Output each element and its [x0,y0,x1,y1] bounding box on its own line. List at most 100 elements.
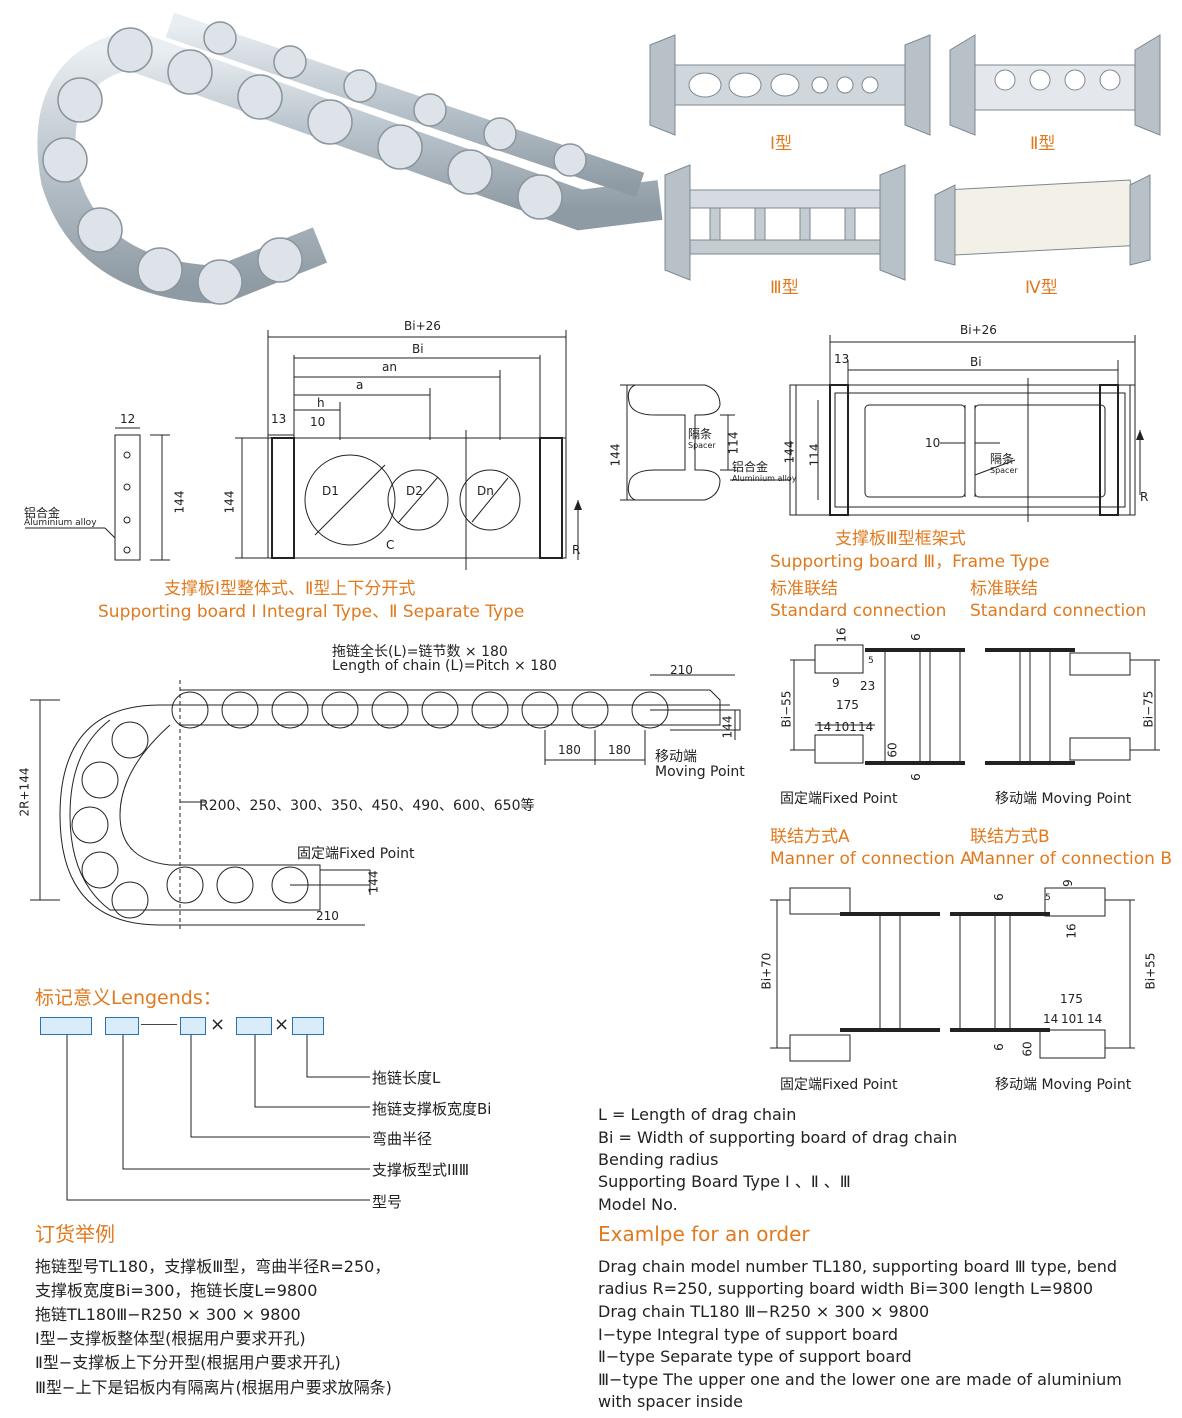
chain-180b: 180 [608,743,631,757]
order-en-line-4: Ⅱ−type Separate type of support board [598,1347,912,1366]
d2-alloy-cn: 铝合金 [732,460,769,474]
std-left-en: Standard connection [770,601,947,621]
std-60: 60 [885,742,900,758]
d2-alloy-en: Aluminium alloy [732,474,797,483]
board-type3-diagram [620,335,1144,522]
legend-box-type [105,1017,139,1035]
chain-layout-diagram [30,674,741,930]
d2-caption-en: Supporting board Ⅲ，Frame Type [770,552,1050,572]
conn-175: 175 [1060,992,1083,1006]
legend-item-type: 支撑板型式ⅠⅡⅢ [372,1161,470,1179]
conn-moving: 移动端 Moving Point [995,1077,1132,1093]
d2-spacer-en-b: Spacer [990,466,1018,475]
connection-ab-diagram [770,887,1135,1062]
order-cn-title: 订货举例 [35,1222,115,1246]
legend-box-width [236,1017,272,1035]
conn-14b: 14 [1087,1012,1103,1026]
legend-item-width: 拖链支撑板宽度Bi [372,1100,492,1118]
std-9: 9 [832,676,840,690]
conn-9: 9 [1060,879,1075,887]
order-cn-line-1: 支撑板宽度Bi=300，拖链长度L=9800 [35,1281,318,1300]
d2-144b: 144 [782,440,797,464]
d1-a: a [356,378,364,392]
d1-144b: 144 [222,490,237,514]
order-en-title: Examlpe for an order [598,1222,810,1246]
conn-b-en: Manner of connection B [970,849,1173,869]
legend-en-3: Supporting Board Type Ⅰ 、Ⅱ 、Ⅲ [598,1172,851,1191]
conn-101: 101 [1061,1012,1084,1026]
chain-radius: R200、250、300、350、450、490、600、650等 [199,798,535,814]
legend-en-2: Bending radius [598,1150,719,1169]
d2-bi: Bi [970,355,982,369]
order-cn-line-2: 拖链TL180Ⅲ−R250 × 300 × 9800 [35,1305,301,1324]
type4-photo [934,174,1151,266]
legend-box-length [292,1017,324,1035]
d1-bi26: Bi+26 [404,319,441,333]
conn-bi70: Bi+70 [759,952,774,990]
order-en-line-3: Ⅰ−type Integral type of support board [598,1325,899,1344]
conn-16: 16 [1064,923,1079,939]
legend-box-model [40,1017,92,1035]
legend-item-radius: 弯曲半径 [372,1130,433,1148]
legend-item-model: 型号 [372,1193,403,1211]
board-type1-diagram [25,330,582,570]
d2-10: 10 [925,436,941,450]
conn-bi55: Bi+55 [1143,952,1158,990]
type4-label: Ⅳ型 [1025,278,1058,298]
std-6b: 6 [908,773,923,781]
std-6a: 6 [908,633,923,641]
std-14b: 14 [858,720,874,734]
std-right-en: Standard connection [970,601,1147,621]
d1-13: 13 [271,412,287,426]
std-connection-diagram [790,644,1160,765]
d1-10: 10 [310,415,326,429]
std-bi55: Bi−55 [779,690,794,728]
chain-length-cn: 拖链全长(L)=链节数 × 180 [332,644,508,660]
std-14a: 14 [816,720,832,734]
legend-dash [141,1024,177,1025]
order-en-line-6: with spacer inside [598,1392,743,1411]
d2-spacer-en-a: Spacer [688,441,716,450]
order-cn-line-4: Ⅱ型−支撑板上下分开型(根据用户要求开孔) [35,1353,341,1372]
std-bi75: Bi−75 [1141,690,1156,728]
order-en-line-0: Drag chain model number TL180, supportin… [598,1257,1118,1276]
chain-fixed: 固定端Fixed Point [297,846,415,862]
legend-en-0: L = Length of drag chain [598,1105,797,1124]
chain-photo [37,12,663,305]
std-left-cn: 标准联结 [770,579,838,599]
d2-spacer-cn-a: 隔条 [688,427,713,441]
d1-caption-cn: 支撑板Ⅰ型整体式、Ⅱ型上下分开式 [164,579,416,599]
d2-bi26: Bi+26 [960,323,997,337]
conn-6b: 6 [991,1043,1006,1051]
chain-2r144: 2R+144 [17,767,32,817]
type2-label: Ⅱ型 [1030,134,1056,154]
d1-C: C [386,538,395,552]
order-en-line-5: Ⅲ−type The upper one and the lower one a… [598,1370,1122,1389]
d1-alloy-en: Aluminium alloy [24,518,97,528]
order-cn-line-3: Ⅰ型−支撑板整体型(根据用户要求开孔) [35,1329,306,1348]
conn-a-cn: 联结方式A [770,827,850,847]
type3-label: Ⅲ型 [770,278,799,298]
d2-144: 144 [608,443,623,467]
legend-times-2: × [274,1014,290,1035]
std-moving: 移动端 Moving Point [995,791,1132,807]
d1-alloy-cn: 铝合金 [24,506,61,520]
chain-moving-cn: 移动端 [655,749,697,765]
d1-Dn: Dn [477,484,494,498]
d1-D2: D2 [406,484,423,498]
conn-fixed: 固定端Fixed Point [780,1077,898,1093]
std-175: 175 [836,698,859,712]
type1-label: Ⅰ型 [770,134,793,154]
d1-144a: 144 [172,490,187,514]
d2-114b: 114 [807,443,822,467]
d2-13: 13 [834,352,850,366]
conn-14a: 14 [1043,1012,1059,1026]
legend-times-1: × [210,1014,226,1035]
d2-spacer-cn-b: 隔条 [990,452,1015,466]
d1-an: an [382,360,397,374]
std-23: 23 [860,679,876,693]
d1-12: 12 [120,412,136,426]
chain-144a: 144 [720,715,735,739]
conn-5: 5 [1045,893,1051,903]
conn-b-cn: 联结方式B [970,827,1050,847]
